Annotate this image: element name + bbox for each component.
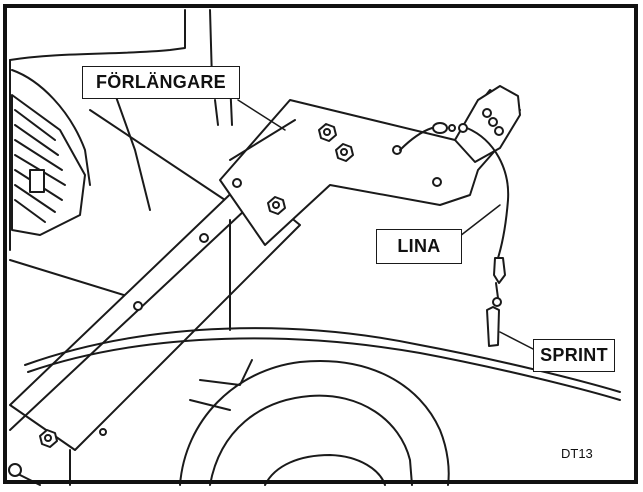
- label-cable: LINA: [376, 229, 462, 264]
- muffler-grille: [11, 94, 86, 236]
- pin: [486, 306, 500, 347]
- figure-border: [3, 4, 638, 484]
- engine-housing: [9, 9, 213, 251]
- label-extension: FÖRLÄNGARE: [82, 66, 240, 99]
- rear-panels: [9, 79, 241, 301]
- rivets: [99, 108, 504, 436]
- rear-flange: [454, 85, 521, 163]
- cable: [399, 122, 510, 307]
- wheel: [179, 359, 450, 486]
- label-pin: SPRINT: [533, 339, 615, 372]
- leader-lines: [237, 99, 536, 351]
- figure-code: DT13: [561, 446, 593, 461]
- long-rod: [24, 327, 621, 401]
- hex-bolts: [8, 123, 354, 477]
